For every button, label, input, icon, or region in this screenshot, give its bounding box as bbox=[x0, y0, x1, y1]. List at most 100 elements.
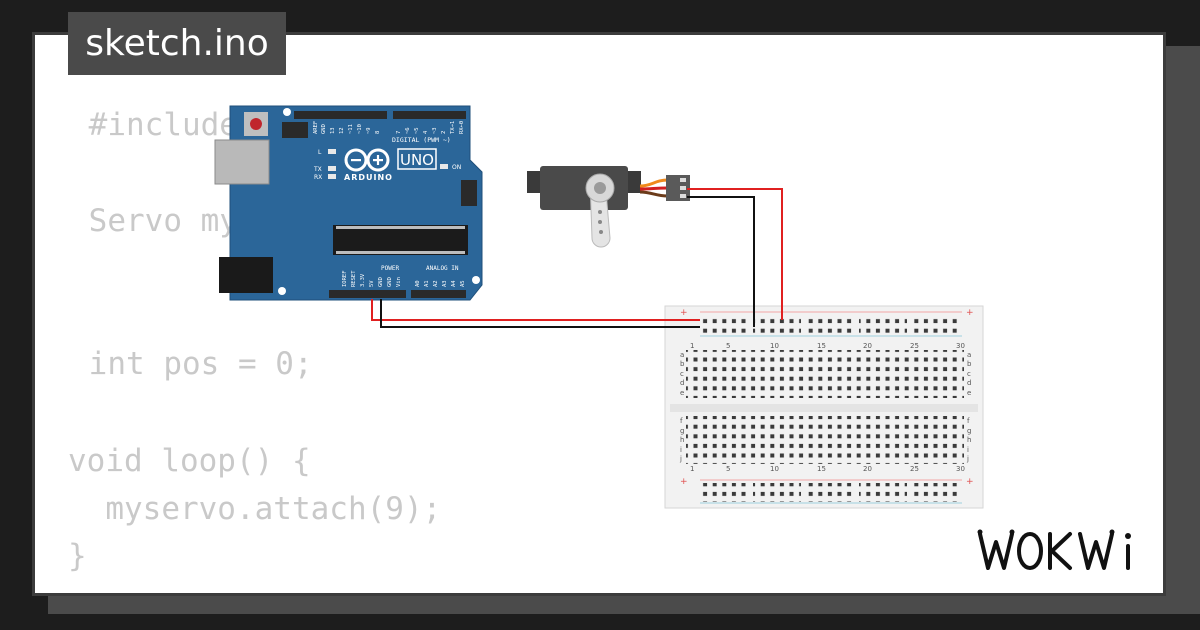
wire-servo-power bbox=[687, 188, 783, 320]
svg-text:A4: A4 bbox=[451, 280, 457, 287]
mount-hole-2 bbox=[278, 287, 286, 295]
l-led-label: L bbox=[318, 149, 322, 156]
power-jack-icon bbox=[219, 257, 273, 293]
icsp-header-right bbox=[461, 180, 477, 206]
svg-text:IOREF: IOREF bbox=[342, 270, 348, 287]
code-line-include: #include bbox=[70, 107, 238, 143]
wires[interactable] bbox=[371, 188, 783, 328]
bottom-plus-label: + bbox=[680, 477, 688, 487]
col-num-25-bottom: 25 bbox=[910, 465, 919, 473]
svg-text:~10: ~10 bbox=[357, 124, 363, 134]
code-line-close-brace: } bbox=[68, 538, 87, 574]
row-letter-d-right: d bbox=[967, 379, 971, 387]
row-letter-g: g bbox=[680, 427, 684, 435]
svg-text:GND: GND bbox=[378, 277, 384, 287]
servo-screw-icon bbox=[594, 182, 606, 194]
row-letter-d: d bbox=[680, 379, 684, 387]
row-letter-j-right: j bbox=[966, 455, 969, 463]
usb-port-icon bbox=[214, 139, 270, 185]
row-letter-j: j bbox=[679, 455, 682, 463]
bottom-rail-holes-1 bbox=[700, 483, 748, 502]
analog-header bbox=[411, 290, 466, 298]
svg-text:GND: GND bbox=[321, 124, 327, 134]
digital-header-left bbox=[294, 111, 387, 119]
analog-header-label: ANALOG IN bbox=[426, 265, 459, 272]
row-letter-f: f bbox=[680, 417, 683, 425]
top-rail-holes-3 bbox=[806, 315, 854, 334]
bottom-rail-holes-4 bbox=[859, 483, 907, 502]
servo-motor[interactable] bbox=[527, 166, 690, 248]
tx-led bbox=[328, 166, 336, 171]
col-num-30-bottom: 30 bbox=[956, 465, 965, 473]
svg-text:A3: A3 bbox=[442, 280, 448, 287]
col-num-20: 20 bbox=[863, 342, 872, 350]
servo-power-lead bbox=[639, 186, 669, 191]
servo-tab-right bbox=[627, 171, 641, 193]
top-plus-label: + bbox=[680, 308, 688, 318]
wire-5v-to-rail bbox=[371, 299, 700, 321]
analog-pin-labels: A0 A1 A2 A3 A4 A5 bbox=[415, 280, 466, 287]
power-pin-labels: IOREF RESET 3.3V 5V GND GND Vin bbox=[342, 270, 402, 287]
svg-text:RX←0: RX←0 bbox=[459, 121, 465, 134]
row-letter-i: i bbox=[680, 446, 682, 454]
row-letter-c: c bbox=[680, 370, 684, 378]
bottom-rail-holes-2 bbox=[753, 483, 801, 502]
arduino-infinity-logo-icon bbox=[344, 148, 390, 172]
svg-text:A1: A1 bbox=[424, 280, 430, 287]
svg-text:~11: ~11 bbox=[348, 124, 354, 134]
mount-hole-1 bbox=[283, 108, 291, 116]
digital-pin-labels: AREF GND 13 12 ~11 ~10 ~9 8 7 ~6 ~5 4 ~3… bbox=[313, 121, 465, 134]
col-num-30: 30 bbox=[956, 342, 965, 350]
servo-signal-lead bbox=[639, 178, 669, 188]
svg-text:8: 8 bbox=[375, 131, 381, 134]
svg-text:~5: ~5 bbox=[414, 127, 420, 134]
svg-text:A2: A2 bbox=[433, 280, 439, 287]
on-led bbox=[440, 164, 448, 169]
top-plus-label-right: + bbox=[966, 308, 974, 318]
col-num-20-bottom: 20 bbox=[863, 465, 872, 473]
row-letter-h: h bbox=[680, 436, 684, 444]
svg-text:~6: ~6 bbox=[405, 127, 411, 134]
col-num-15-bottom: 15 bbox=[817, 465, 826, 473]
tx-led-label: TX bbox=[313, 166, 322, 173]
center-channel bbox=[670, 404, 978, 412]
top-rail-holes-4 bbox=[859, 315, 907, 334]
uno-label-box bbox=[397, 148, 437, 170]
sketch-filename-tab[interactable]: sketch.ino bbox=[68, 12, 286, 75]
breadboard[interactable]: + + 1 5 10 15 20 25 30 a b c d e a b c d… bbox=[664, 305, 984, 509]
svg-text:A5: A5 bbox=[460, 280, 466, 287]
row-letter-a: a bbox=[680, 351, 684, 359]
terminal-holes-bottom bbox=[686, 416, 964, 464]
mount-hole-3 bbox=[472, 276, 480, 284]
svg-text:RESET: RESET bbox=[351, 270, 357, 287]
rx-led-label: RX bbox=[314, 174, 322, 181]
svg-text:Vin: Vin bbox=[396, 277, 402, 287]
code-line-pos-decl: int pos = 0; bbox=[70, 346, 313, 382]
row-letter-a-right: a bbox=[967, 351, 971, 359]
servo-ground-lead bbox=[639, 190, 669, 198]
code-line-attach: myservo.attach(9); bbox=[68, 491, 442, 527]
bottom-plus-label-right: + bbox=[966, 477, 974, 487]
col-num-5-bottom: 5 bbox=[726, 465, 730, 473]
row-letter-b-right: b bbox=[967, 360, 972, 368]
svg-text:1 5 10 15: 1 5 10 15 20 25 30 bbox=[690, 342, 965, 350]
row-letter-e-right: e bbox=[967, 389, 971, 397]
rx-led bbox=[328, 174, 336, 179]
row-letter-c-right: c bbox=[967, 370, 971, 378]
digital-header-right bbox=[393, 111, 466, 119]
sketch-filename: sketch.ino bbox=[85, 23, 269, 64]
arduino-uno-board[interactable]: AREF GND 13 12 ~11 ~10 ~9 8 7 ~6 ~5 4 ~3… bbox=[214, 105, 483, 301]
servo-body bbox=[540, 166, 628, 210]
col-num-15: 15 bbox=[817, 342, 826, 350]
row-letter-f-right: f bbox=[967, 417, 970, 425]
reset-button-cap bbox=[250, 118, 262, 130]
col-num-25: 25 bbox=[910, 342, 919, 350]
l-led bbox=[328, 149, 336, 154]
col-num-10-bottom: 10 bbox=[770, 465, 779, 473]
row-letter-h-right: h bbox=[967, 436, 971, 444]
bottom-rail-holes-5 bbox=[912, 483, 960, 502]
code-line-loop: void loop() { bbox=[68, 443, 311, 479]
icsp-header bbox=[282, 122, 308, 138]
wire-gnd-to-rail bbox=[380, 299, 700, 328]
svg-text:3.3V: 3.3V bbox=[360, 273, 366, 287]
